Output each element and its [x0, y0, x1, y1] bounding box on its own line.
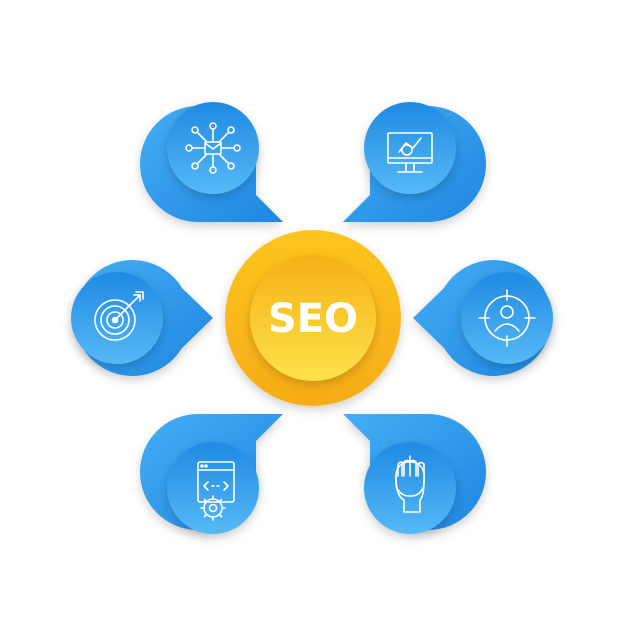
seo-label: SEO: [268, 296, 358, 342]
browser-code-gear-icon: [197, 461, 235, 521]
petal-web-settings-inner: [167, 442, 259, 534]
network-email-icon: [185, 122, 241, 174]
user-target-icon: [478, 289, 536, 347]
monitor-analytics-icon: [387, 132, 433, 173]
petal-click-inner: [364, 442, 456, 534]
target-arrow-icon: [94, 291, 144, 341]
petal-analytics-inner: [364, 102, 456, 194]
petal-network-inner: [167, 102, 259, 194]
seo-center: SEO: [225, 230, 401, 406]
hand-mouse-icon: [395, 455, 425, 513]
